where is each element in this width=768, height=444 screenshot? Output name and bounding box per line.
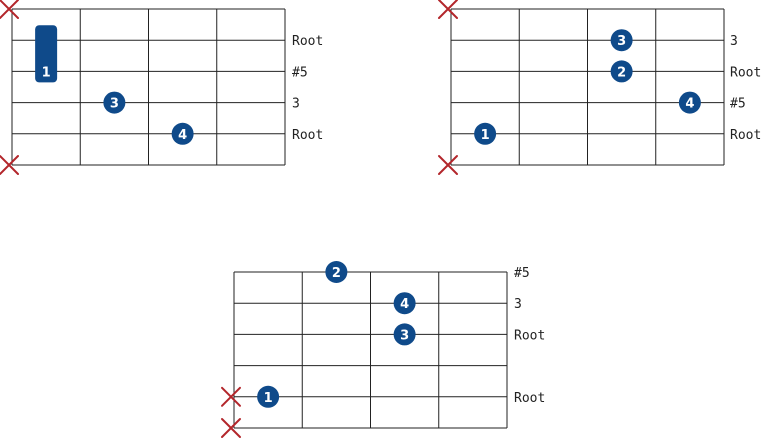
x-mark-stroke bbox=[438, 155, 458, 175]
finger-dot bbox=[678, 91, 701, 114]
x-mark-stroke bbox=[0, 0, 19, 19]
finger-number: 1 bbox=[42, 65, 51, 80]
finger-dot bbox=[474, 122, 497, 145]
interval-label: Root bbox=[730, 128, 761, 143]
finger-number: 2 bbox=[332, 266, 341, 281]
finger-dot bbox=[103, 91, 126, 114]
interval-label: Root bbox=[292, 34, 323, 49]
x-mark-stroke bbox=[221, 418, 241, 438]
interval-label: 3 bbox=[292, 97, 300, 112]
finger-number: 3 bbox=[617, 34, 626, 49]
finger-number: 4 bbox=[178, 128, 187, 143]
finger-dot bbox=[325, 261, 348, 283]
interval-label: 3 bbox=[514, 297, 522, 312]
x-mark-icon bbox=[0, 0, 19, 19]
interval-label: 3 bbox=[730, 34, 738, 49]
interval-label: #5 bbox=[730, 97, 746, 112]
finger-number: 1 bbox=[264, 391, 273, 406]
interval-label: #5 bbox=[292, 65, 308, 80]
interval-label: Root bbox=[292, 128, 323, 143]
x-mark-icon bbox=[221, 418, 241, 438]
barre-bar bbox=[35, 25, 58, 83]
x-mark-icon bbox=[0, 155, 19, 175]
finger-number: 4 bbox=[685, 97, 694, 112]
x-mark-stroke bbox=[221, 386, 241, 407]
x-mark-icon bbox=[438, 155, 458, 175]
interval-label: #5 bbox=[514, 266, 530, 281]
finger-number: 1 bbox=[481, 128, 490, 143]
finger-number: 2 bbox=[617, 65, 626, 80]
interval-label: Root bbox=[514, 328, 545, 343]
finger-number: 3 bbox=[110, 97, 119, 112]
interval-label: Root bbox=[730, 65, 761, 80]
finger-number: 4 bbox=[400, 297, 409, 312]
interval-label: Root bbox=[514, 391, 545, 406]
x-mark-stroke bbox=[438, 0, 458, 19]
finger-dot bbox=[393, 323, 416, 346]
finger-dot bbox=[610, 60, 633, 83]
x-mark-stroke bbox=[0, 155, 19, 175]
x-mark-icon bbox=[438, 0, 458, 19]
finger-dot bbox=[610, 29, 633, 52]
finger-number: 3 bbox=[400, 328, 409, 343]
finger-dot bbox=[393, 292, 416, 315]
finger-dot bbox=[171, 122, 194, 145]
finger-dot bbox=[257, 385, 280, 408]
x-mark-icon bbox=[221, 386, 241, 407]
